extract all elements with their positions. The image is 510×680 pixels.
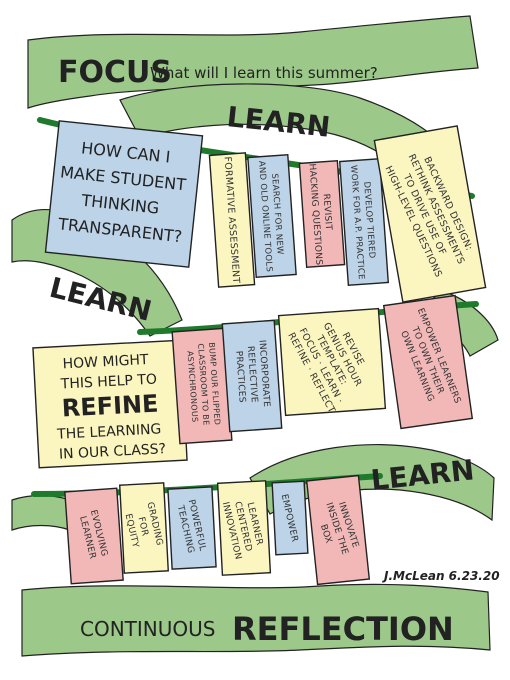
reflection-word-2: REFLECTION (232, 610, 454, 648)
svg-text:HOW MIGHT THIS HELP TO: HOW MIGHT THIS HELP TO (58, 352, 157, 393)
svg-text:BUMP OUR FLIPPED CLASSRO: BUMP OUR FLIPPED CLASSROOM TO BE ASYNCHR… (185, 342, 222, 430)
card-text: FOR (136, 516, 150, 537)
card-tiered-work: DEVELOP TIERED WORK FOR A.P. PRACTICE (338, 158, 390, 286)
card-powerful-teaching: POWERFUL TEACHING (167, 486, 217, 570)
card-text: PRACTICES (233, 350, 247, 403)
question-2-emph: REFINE (61, 389, 159, 422)
card-grading-equity: GRADING FOR EQUITY (118, 482, 170, 574)
reflection-banner (21, 583, 491, 657)
card-text: REVISIT (321, 193, 334, 231)
card-innovate-box: INNOVATE INSIDE THE BOX (305, 474, 371, 586)
question-2-line: THIS HELP TO (59, 372, 157, 393)
focus-question: What will I learn this summer? (150, 64, 378, 82)
question-2-line: THE LEARNING (56, 421, 162, 442)
signature: J.McLean 6.23.20 (382, 569, 500, 583)
green-banners (11, 15, 499, 657)
card-search-tools: SEARCH FOR NEW AND OLD ONLINE TOOLS (247, 154, 297, 278)
question-2-line: IN OUR CLASS? (59, 441, 167, 463)
card-empower: EMPOWER (271, 480, 309, 556)
question-2-line: HOW MIGHT (62, 352, 149, 373)
question-card-2: HOW MIGHT THIS HELP TO REFINE THE LEARNI… (32, 339, 188, 469)
card-reflective-practices: INCORPORATE REFLECTIVE PRACTICES (221, 319, 283, 433)
card-flipped-classroom: BUMP OUR FLIPPED CLASSROOM TO BE ASYNCHR… (171, 327, 233, 445)
svg-text:THE LEARNING IN OUR CLAS: THE LEARNING IN OUR CLASS? (56, 421, 167, 463)
card-text: INCORPORATE (257, 340, 272, 408)
card-learner-centered: LEARNER CENTERED INNOVATION (216, 480, 272, 576)
focus-banner (27, 15, 479, 109)
learn-band-lower-left (11, 494, 71, 531)
card-empower-learners: EMPOWER LEARNERS TO OWN THEIR OWN LEARNI… (382, 294, 474, 430)
reflection-word-1: CONTINUOUS (80, 617, 215, 641)
question-card-1: HOW CAN I MAKE STUDENT THINKING TRANSPAR… (44, 120, 204, 268)
svg-text:INCORPORATE REFLECTIVE: INCORPORATE REFLECTIVE PRACTICES (233, 340, 272, 413)
card-genius-hour: REVISE GENIUS HOUR TEMPLATE: FOCUS · LEA… (277, 307, 387, 417)
card-formative-assessment: FORMATIVE ASSESSMENT (208, 152, 256, 288)
card-revisit-hacking: REVISIT HACKING QUESTIONS (298, 160, 346, 268)
card-text: REFLECTIVE (245, 346, 259, 404)
focus-word: FOCUS (58, 55, 172, 90)
card-backward-design: BACKWARD DESIGN: RETHINK ASSESSMENTS TO … (373, 125, 487, 303)
card-evolving-learner: EVOLVING LEARNER (64, 487, 124, 585)
